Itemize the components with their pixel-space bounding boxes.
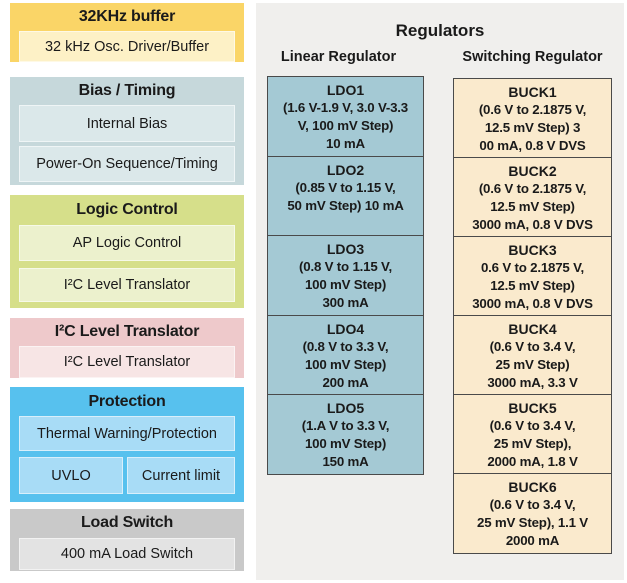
regulator-spec-line: 3000 mA, 0.8 V DVS — [472, 217, 593, 232]
regulator-box-BUCK4: BUCK4 (0.6 V to 3.4 V, 25 mV Step) 3000 mA,… — [453, 315, 612, 396]
regulator-spec-line: 25 mV Step), 1.1 V — [477, 515, 588, 530]
regulator-name: LDO4 — [326, 320, 365, 337]
block-item: Internal Bias — [19, 105, 235, 142]
block-i2c-level-translator: I²C Level Translator I²C Level Translato… — [10, 318, 244, 378]
regulator-box-BUCK3: BUCK3 0.6 V to 2.1875 V, 12.5 mV Step) 3000… — [453, 236, 612, 317]
regulator-spec-line: 300 mA — [322, 295, 369, 310]
block-title: Load Switch — [80, 514, 174, 531]
regulator-spec-line: 2000 mA — [505, 533, 560, 548]
regulator-box-BUCK6: BUCK6 (0.6 V to 3.4 V, 25 mV Step), 1.1 V 2… — [453, 473, 612, 554]
block-bias-timing: Bias / Timing Internal Bias Power-On Seq… — [10, 77, 244, 185]
regulator-box-BUCK1: BUCK1 (0.6 V to 2.1875 V, 12.5 mV Step) 3 0… — [453, 78, 612, 159]
block-item: 400 mA Load Switch — [19, 538, 235, 570]
block-title: Protection — [88, 393, 166, 410]
regulator-spec-line: (1.A V to 3.3 V, — [301, 418, 390, 433]
regulator-name: BUCK6 — [508, 479, 557, 495]
block-item: UVLO — [19, 457, 123, 494]
block-item: Current limit — [127, 457, 235, 494]
regulator-spec-line: 0.6 V to 2.1875 V, — [480, 260, 585, 275]
block-title: 32KHz buffer — [78, 8, 176, 25]
regulator-spec-line: 150 mA — [322, 454, 369, 469]
block-protection: Protection Thermal Warning/Protection UV… — [10, 387, 244, 502]
regulator-name: BUCK2 — [508, 163, 557, 179]
regulator-name: LDO3 — [326, 241, 365, 257]
regulator-name: BUCK5 — [508, 400, 557, 416]
block-logic-control: Logic Control AP Logic Control I²C Level… — [10, 195, 244, 308]
regulator-spec-line: (1.6 V-1.9 V, 3.0 V-3.3 — [282, 100, 408, 115]
block-item: I²C Level Translator — [19, 346, 235, 378]
regulator-spec-line: (0.6 V to 3.4 V, — [489, 339, 576, 354]
regulator-name: BUCK3 — [508, 242, 557, 258]
regulator-spec-line: 3000 mA, 3.3 V — [487, 375, 578, 390]
regulator-spec-line: (0.6 V to 3.4 V, — [489, 418, 576, 433]
regulator-spec-line: 100 mV Step) — [304, 277, 387, 292]
regulator-spec-line: 50 mV Step) 10 mA — [287, 197, 404, 213]
block-32khz-buffer: 32KHz buffer 32 kHz Osc. Driver/Buffer — [10, 3, 244, 62]
regulator-spec-line: V, 100 mV Step) — [297, 118, 394, 133]
regulator-spec-line: 12.5 mV Step) — [490, 199, 575, 214]
regulator-spec-line: 10 mA — [326, 136, 365, 151]
regulator-spec-line: (0.8 V to 1.15 V, — [299, 259, 392, 274]
regulator-name: LDO5 — [326, 400, 365, 416]
regulator-box-LDO2: LDO2(0.85 V to 1.15 V, 50 mV Step) 10 mA — [267, 155, 424, 237]
block-title: Logic Control — [76, 201, 178, 218]
block-item: Thermal Warning/Protection — [19, 416, 235, 451]
regulator-name: BUCK1 — [508, 84, 557, 100]
regulator-name: LDO2 — [326, 161, 365, 178]
regulator-spec-line: (0.6 V to 2.1875 V, — [478, 181, 587, 196]
regulator-spec-line: 00 mA, 0.8 V DVS — [479, 138, 586, 153]
regulator-spec-line: 100 mV Step) — [304, 436, 387, 451]
regulator-spec-line: 200 mA — [322, 374, 369, 390]
regulator-spec-line: 100 mV Step) — [304, 356, 387, 372]
regulator-name: LDO1 — [326, 82, 365, 98]
block-load-switch: Load Switch 400 mA Load Switch — [10, 509, 244, 571]
regulator-spec-line: 12.5 mV Step) 3 — [484, 120, 581, 135]
regulator-box-BUCK2: BUCK2 (0.6 V to 2.1875 V, 12.5 mV Step) 300… — [453, 157, 612, 238]
switching-regulator-label: Switching Regulator — [462, 49, 603, 65]
regulator-spec-line: 3000 mA, 0.8 V DVS — [472, 296, 593, 311]
block-title: Bias / Timing — [78, 82, 176, 99]
regulator-box-LDO4: LDO4(0.8 V to 3.3 V, 100 mV Step) 200 mA — [267, 314, 424, 396]
regulator-box-LDO5: LDO5 (1.A V to 3.3 V, 100 mV Step) 150 mA — [267, 394, 424, 475]
regulators-title: Regulators — [395, 21, 485, 40]
regulator-box-BUCK5: BUCK5 (0.6 V to 3.4 V, 25 mV Step), 2000 mA… — [453, 394, 612, 475]
linear-regulator-stack: LDO1 (1.6 V-1.9 V, 3.0 V-3.3 V, 100 mV Ste… — [267, 76, 424, 475]
regulator-spec-line: 12.5 mV Step) — [490, 278, 575, 293]
regulator-spec-line: 25 mV Step), — [493, 436, 572, 451]
block-title: I²C Level Translator — [54, 323, 200, 340]
block-item: I²C Level Translator — [19, 268, 235, 302]
regulator-spec-line: (0.6 V to 2.1875 V, — [478, 102, 587, 117]
regulator-name: BUCK4 — [508, 321, 557, 337]
linear-regulator-label: Linear Regulator — [280, 49, 397, 65]
protection-row: UVLO Current limit — [19, 457, 235, 494]
regulator-spec-line: 2000 mA, 1.8 V — [487, 454, 578, 469]
block-item: 32 kHz Osc. Driver/Buffer — [19, 31, 235, 62]
regulator-box-LDO3: LDO3 (0.8 V to 1.15 V, 100 mV Step) 300 mA — [267, 235, 424, 316]
regulators-panel: Regulators Linear Regulator Switching Re… — [256, 3, 624, 580]
regulator-spec-line: 25 mV Step) — [495, 357, 570, 372]
regulator-spec-line: (0.6 V to 3.4 V, — [489, 497, 576, 512]
block-item: Power-On Sequence/Timing — [19, 146, 235, 182]
block-item: AP Logic Control — [19, 225, 235, 261]
regulator-spec-line: (0.85 V to 1.15 V, — [295, 179, 396, 195]
regulator-box-LDO1: LDO1 (1.6 V-1.9 V, 3.0 V-3.3 V, 100 mV Ste… — [267, 76, 424, 157]
regulator-spec-line: (0.8 V to 3.3 V, — [302, 338, 389, 354]
